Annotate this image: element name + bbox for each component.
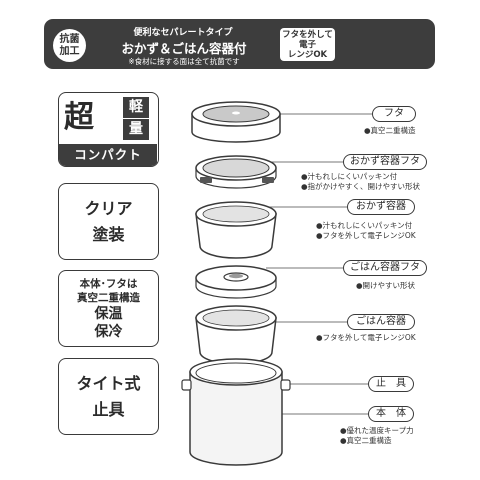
part-notes-side-dish-lid: ●汁もれしにくいパッキン付 ●指がかけやすく、開けやすい形状 xyxy=(301,172,420,192)
feature-light-char: 軽 xyxy=(123,97,149,118)
badge-line-1: 抗菌 xyxy=(59,33,80,45)
note-lid-1: ●真空二重構造 xyxy=(364,126,416,135)
lid-part xyxy=(191,101,281,143)
top-banner xyxy=(44,19,435,69)
banner-subtitle: 便利なセパレートタイプ xyxy=(133,28,233,38)
microwave-line-2: 電子 xyxy=(298,39,316,50)
feature-insulation-line-4: 保冷 xyxy=(94,323,123,340)
microwave-ok-box: フタを外して 電子 レンジOK xyxy=(280,28,335,61)
main-body-part xyxy=(181,358,291,466)
note-rice-lid-1: ●開けやすい形状 xyxy=(356,281,416,290)
part-notes-rice-lid: ●開けやすい形状 xyxy=(356,281,415,291)
feature-latch-line-2: 止具 xyxy=(92,399,125,419)
feature-vacuum-insulation: 本体･フタは 真空二重構造 保温 保冷 xyxy=(58,270,159,347)
note-side-lid-1: ●汁もれしにくいパッキン付 xyxy=(301,172,398,181)
part-notes-side-dish-container: ●汁もれしにくいパッキン付 ●フタを外して電子レンジOK xyxy=(316,221,416,241)
rice-container-part xyxy=(195,305,277,365)
part-label-body: 本 体 xyxy=(368,406,414,422)
part-notes-body: ●優れた温度キープ力 ●真空二重構造 xyxy=(340,426,414,446)
feature-insulation-line-2: 真空二重構造 xyxy=(77,291,140,304)
feature-lightweight-compact: 超 軽 量 コンパクト xyxy=(58,92,159,167)
part-label-side-dish-lid: おかず容器フタ xyxy=(343,154,427,170)
banner-title: おかず＆ごはん容器付 xyxy=(121,41,247,56)
microwave-line-1: フタを外して xyxy=(282,29,333,40)
note-rice-container-1: ●フタを外して電子レンジOK xyxy=(316,333,416,342)
latch-left-icon xyxy=(181,379,192,391)
note-side-container-1: ●汁もれしにくいパッキン付 xyxy=(316,221,413,230)
note-body-2: ●真空二重構造 xyxy=(340,436,392,445)
feature-insulation-line-3: 保温 xyxy=(94,305,123,322)
feature-latch-line-1: タイト式 xyxy=(76,373,141,393)
side-dish-container-part xyxy=(195,201,277,259)
part-label-latch: 止 具 xyxy=(368,376,414,392)
banner-note: ※食材に接する面は全て抗菌です xyxy=(128,57,240,66)
note-side-container-2: ●フタを外して電子レンジOK xyxy=(316,231,416,240)
side-dish-lid-part xyxy=(195,155,277,189)
feature-clear-coating: クリア 塗装 xyxy=(58,183,159,260)
feature-tight-latch: タイト式 止具 xyxy=(58,358,159,435)
part-label-side-dish-container: おかず容器 xyxy=(347,199,415,215)
part-notes-lid: ●真空二重構造 xyxy=(364,126,416,136)
feature-weight-char: 量 xyxy=(123,119,149,140)
rice-lid-part xyxy=(195,265,277,299)
latch-right-icon xyxy=(280,379,291,391)
part-label-lid: フタ xyxy=(372,106,416,122)
feature-coating-line-1: クリア xyxy=(84,198,133,218)
note-body-1: ●優れた温度キープ力 xyxy=(340,426,414,435)
part-notes-rice-container: ●フタを外して電子レンジOK xyxy=(316,333,416,343)
antibacterial-badge: 抗菌 加工 xyxy=(53,29,86,62)
microwave-line-3: レンジOK xyxy=(287,49,328,60)
part-label-rice-lid: ごはん容器フタ xyxy=(343,260,427,276)
feature-coating-line-2: 塗装 xyxy=(92,224,125,244)
feature-insulation-line-1: 本体･フタは xyxy=(79,277,138,290)
part-label-rice-container: ごはん容器 xyxy=(347,314,415,330)
badge-line-2: 加工 xyxy=(59,45,80,57)
feature-compact-label: コンパクト xyxy=(59,144,157,166)
feature-super-char: 超 xyxy=(64,100,94,135)
note-side-lid-2: ●指がかけやすく、開けやすい形状 xyxy=(301,182,421,191)
